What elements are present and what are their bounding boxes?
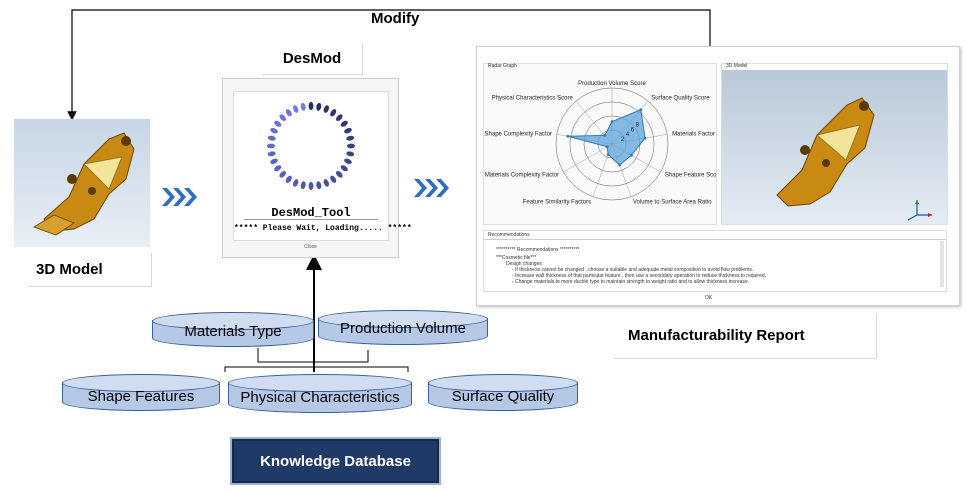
spinner-dot (346, 151, 355, 157)
spinner-dot (346, 135, 355, 141)
spinner-dot (279, 114, 287, 122)
spinner-dot (279, 170, 287, 178)
spinner-dot (344, 127, 352, 134)
bracket-part-icon (33, 132, 135, 236)
db-cylinder-surface-quality: Surface Quality (428, 374, 578, 411)
db-cylinder-physical-characteristics: Physical Characteristics (228, 374, 412, 413)
radar-axis-label: Shape Complexity Factor (485, 131, 552, 137)
bracket-part-icon (776, 97, 932, 221)
spinner-dot (292, 179, 299, 187)
modify-arrow (67, 9, 711, 121)
recommendations-title: Recommendations (488, 232, 530, 238)
chevron-right-icon (162, 188, 197, 206)
spinner-dot (285, 109, 292, 117)
desmod-label: DesMod (262, 44, 363, 75)
radar-panel-title: Radar Graph (488, 63, 517, 69)
model-image (14, 119, 150, 247)
rec-line: - Increase wall thickness of that partic… (512, 273, 767, 279)
chevron-right-icon (414, 179, 449, 197)
spinner-dot (267, 143, 275, 149)
spinner-dot (330, 109, 337, 117)
radar-axis-label: Physical Characteristics Score (492, 95, 574, 101)
radar-point (643, 136, 647, 140)
spinner-dot (292, 105, 299, 113)
spinner-dot (344, 158, 352, 165)
radar-axis-label: Surface Quality Score (651, 95, 710, 101)
radar-tick-label: 6 (631, 127, 635, 133)
spinner-dot (335, 114, 343, 122)
radar-point (639, 108, 643, 112)
loading-spinner-icon (267, 102, 355, 190)
rec-line: ********** Recommendations ********** (496, 247, 580, 253)
tool-title: DesMod_Tool (271, 206, 351, 220)
spinner-dot (340, 165, 348, 172)
radar-point (618, 163, 622, 167)
spinner-dot (323, 105, 330, 113)
model-view-title: 3D Model (726, 63, 748, 69)
spinner-dot (308, 102, 314, 110)
spinner-dot (347, 143, 355, 149)
spinner-dot (274, 165, 282, 172)
model-view (722, 70, 947, 224)
spinner-dot (323, 179, 330, 187)
spinner-dot (316, 181, 322, 190)
spinner-dot (270, 127, 278, 134)
spinner-dot (267, 151, 276, 157)
rec-line: Design changes (506, 261, 542, 267)
spinner-dot (340, 120, 348, 127)
spinner-dot (274, 120, 282, 127)
rec-line: - Change materials to more ductile type … (512, 279, 750, 285)
spinner-dot (335, 170, 343, 178)
radar-axis-label: Feature Similarity Factors (523, 199, 591, 205)
modify-label: Modify (371, 10, 420, 27)
radar-point (606, 153, 610, 156)
spinner-dot (300, 102, 306, 111)
axis-triad-icon (907, 200, 932, 221)
rec-line: - If thickness cannot be changed , choos… (512, 267, 754, 273)
radar-point (603, 134, 607, 137)
db-cylinder-materials-type: Materials Type (152, 312, 314, 347)
rec-line: ***Cosmetic file*** (496, 255, 537, 261)
spinner-dot (316, 102, 322, 111)
ok-button[interactable]: OK (705, 295, 713, 301)
radar-point (610, 120, 614, 123)
db-connector (224, 348, 409, 372)
scrollbar[interactable] (940, 241, 944, 287)
desmod-tool-window: DesMod_Tool ***** Please Wait, Loading..… (222, 78, 412, 258)
spinner-dot (330, 175, 337, 183)
loading-status: ***** Please Wait, Loading..... ***** (234, 224, 412, 233)
radar-axis-label: Production Volume Score (578, 81, 646, 87)
radar-series-area (567, 108, 646, 166)
radar-point (605, 145, 609, 149)
spinner-dot (270, 158, 278, 165)
knowledge-database-box: Knowledge Database (230, 437, 441, 485)
radar-tick-label: 8 (636, 122, 640, 128)
radar-axis-label: Materials Factor Score (672, 131, 716, 137)
radar-axis-label: Shape Feature Score (665, 173, 716, 179)
db-cylinder-production-volume: Production Volume (318, 310, 488, 345)
spinner-dot (308, 182, 314, 190)
radar-axis-label: Volume to Surface Area Ratio (633, 199, 712, 205)
radar-axis-label: Materials Complexity Factor (485, 173, 559, 179)
model-label: 3D Model (28, 253, 152, 287)
radar-point (566, 134, 570, 138)
radar-tick-label: 4 (626, 132, 630, 138)
spinner-dot (300, 181, 306, 190)
spinner-dot (285, 175, 292, 183)
tool-content: DesMod_Tool ***** Please Wait, Loading..… (233, 91, 412, 241)
spinner-dot (267, 135, 276, 141)
close-button[interactable]: Close (304, 244, 317, 250)
radar-spoke (563, 143, 613, 173)
radar-point (629, 153, 633, 157)
db-cylinder-shape-features: Shape Features (62, 374, 220, 411)
report-label: Manufacturability Report (614, 314, 877, 359)
recommendations-panel: Recommendations ********** Recommendatio… (483, 230, 947, 292)
model-view-panel: 3D Model (721, 63, 948, 225)
radar-tick-label: 2 (621, 137, 625, 143)
